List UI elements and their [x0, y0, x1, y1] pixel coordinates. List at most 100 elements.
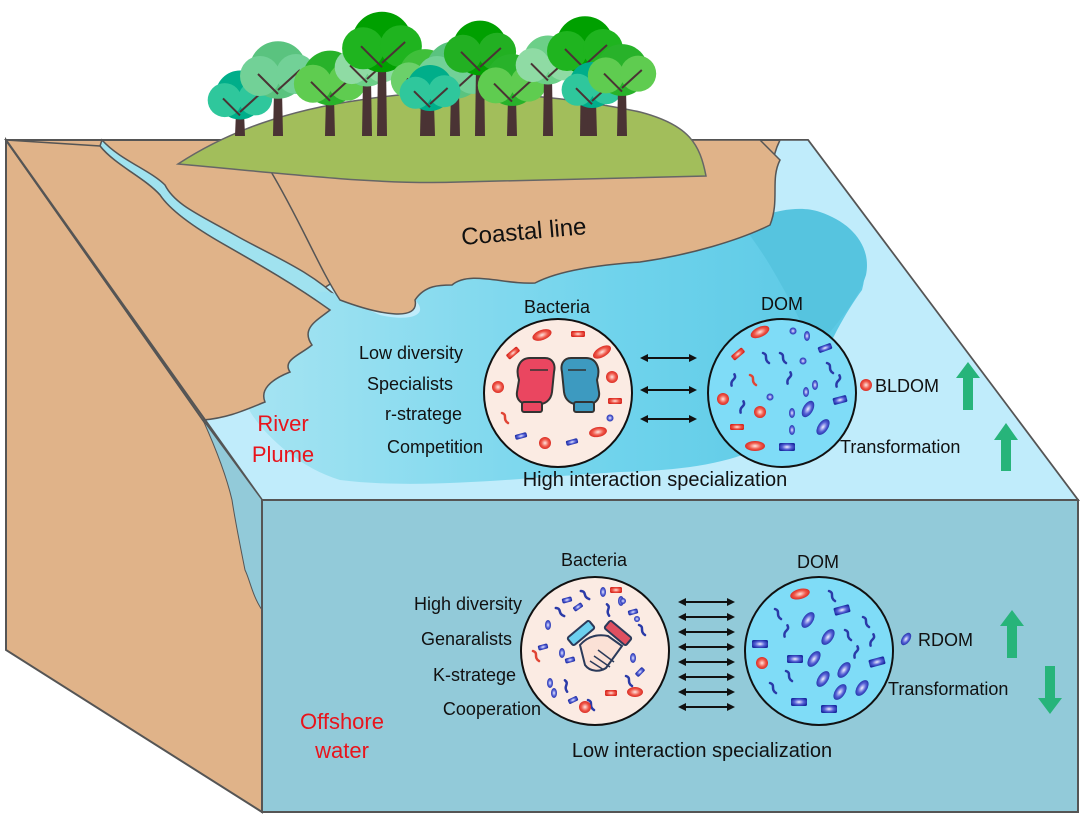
block-top-left-edge [5, 139, 263, 501]
plume-trait-low-diversity: Low diversity [359, 343, 463, 363]
arrow-head-right-icon [727, 703, 735, 711]
blue-ellipse-particle [630, 653, 636, 663]
red-squiggle-particle [531, 649, 541, 663]
plume-trait-competition: Competition [387, 437, 483, 457]
plume-dom-particles [717, 325, 848, 451]
blue-squiggle-particle [554, 606, 566, 618]
tree-trunk [377, 63, 387, 136]
blue-squiggle-particle [563, 679, 569, 693]
offshore-transformation-down-arrow-icon [1038, 666, 1062, 714]
blue-rod-particle [573, 602, 583, 612]
plume-dom-title: DOM [761, 294, 803, 314]
tree-trunk [617, 88, 627, 136]
red-sphere-particle [539, 437, 551, 449]
offshore-dom-particles [752, 588, 886, 713]
arrow-head-left-icon [678, 703, 686, 711]
offshore-trait-strategy: K-stratege [433, 665, 516, 685]
blue-rod-particle [565, 438, 579, 446]
arrow-head-right-icon [727, 673, 735, 681]
rdom-marker-icon [900, 632, 912, 646]
offshore-trait-generalists: Genaralists [421, 629, 512, 649]
blue-ellipse-particle [855, 680, 869, 696]
arrow-head-left-icon [640, 354, 648, 362]
plume-trait-strategy: r-stratege [385, 404, 462, 424]
arrow-head-right-icon [727, 613, 735, 621]
blue-squiggle-particle [835, 374, 842, 388]
offshore-dom-title: DOM [797, 552, 839, 572]
tree-trunk [362, 79, 372, 136]
blue-ellipse-particle [816, 671, 830, 687]
tree-branch [413, 87, 449, 108]
offshore-label-line2: water [314, 738, 369, 763]
plume-trait-specialists: Specialists [367, 374, 453, 394]
red-rod-particle [506, 346, 520, 360]
red-ellipse-particle [592, 345, 612, 359]
blue-ellipse-particle [812, 380, 818, 390]
tree-branch [360, 41, 406, 68]
arrow-head-right-icon [727, 598, 735, 606]
plume-transformation-label: Transformation [840, 437, 960, 457]
tree-branch [603, 69, 643, 93]
red-ellipse-particle [745, 441, 765, 451]
plume-transformation-up-arrow-icon [994, 423, 1018, 471]
blue-ellipse-particle [789, 425, 795, 435]
blue-squiggle-particle [827, 589, 837, 603]
blue-rod-particle [791, 698, 807, 706]
blue-squiggle-particle [869, 633, 876, 647]
tree-trunk [273, 90, 283, 136]
arrow-head-left-icon [678, 628, 686, 636]
plume-bacteria-particles [492, 329, 622, 449]
tree-branch [222, 94, 260, 117]
blue-ellipse-particle [837, 662, 851, 678]
blue-squiggle-particle [586, 698, 596, 712]
blue-squiggle-particle [843, 628, 853, 642]
blue-ellipse-particle [600, 587, 606, 597]
red-ellipse-particle [589, 426, 607, 438]
tree-trunk [325, 97, 335, 136]
arrow-head-left-icon [678, 643, 686, 651]
plume-bacteria-title: Bacteria [524, 297, 591, 317]
blue-rod-particle [514, 432, 528, 440]
blue-rod-particle [627, 608, 639, 616]
arrow-head-left-icon [640, 386, 648, 394]
tree-trunk [425, 104, 435, 136]
rdom-label: RDOM [918, 630, 973, 650]
arrow-head-right-icon [727, 658, 735, 666]
red-ellipse-particle [790, 588, 810, 600]
blue-squiggle-particle [784, 669, 794, 683]
blue-squiggle-particle [624, 674, 634, 688]
tree-trunk [543, 77, 553, 136]
blue-ellipse-particle [545, 620, 551, 630]
arrow-head-right-icon [689, 386, 697, 394]
blue-rod-particle [537, 643, 549, 651]
red-sphere-particle [717, 393, 729, 405]
side-water-strip [202, 419, 263, 612]
blue-rod-particle [833, 604, 851, 616]
red-ellipse-particle [532, 329, 552, 341]
offshore-transformation-label: Transformation [888, 679, 1008, 699]
blue-sphere-particle [799, 357, 807, 365]
plume-interaction-arrows [640, 354, 697, 423]
red-sphere-particle [606, 371, 618, 383]
red-ellipse-particle [627, 687, 643, 697]
blue-squiggle-particle [768, 681, 778, 695]
arrow-head-right-icon [727, 643, 735, 651]
red-rod-particle [571, 331, 585, 337]
red-rod-particle [610, 587, 622, 593]
bldom-label: BLDOM [875, 376, 939, 396]
blue-sphere-particle [789, 327, 797, 335]
plume-bacteria-cell [483, 318, 633, 468]
blue-ellipse-particle [803, 387, 809, 397]
blue-rod-particle [817, 343, 833, 353]
bldom-marker-icon [860, 379, 872, 391]
blue-rod-particle [821, 705, 837, 713]
blue-squiggle-particle [853, 645, 860, 659]
blue-squiggle-particle [579, 589, 591, 601]
arrow-head-right-icon [689, 415, 697, 423]
red-squiggle-particle [500, 411, 510, 425]
red-sphere-particle [492, 381, 504, 393]
offshore-bacteria-title: Bacteria [561, 550, 628, 570]
blue-rod-particle [752, 640, 768, 648]
red-rod-particle [605, 690, 617, 696]
blue-squiggle-particle [783, 624, 790, 638]
